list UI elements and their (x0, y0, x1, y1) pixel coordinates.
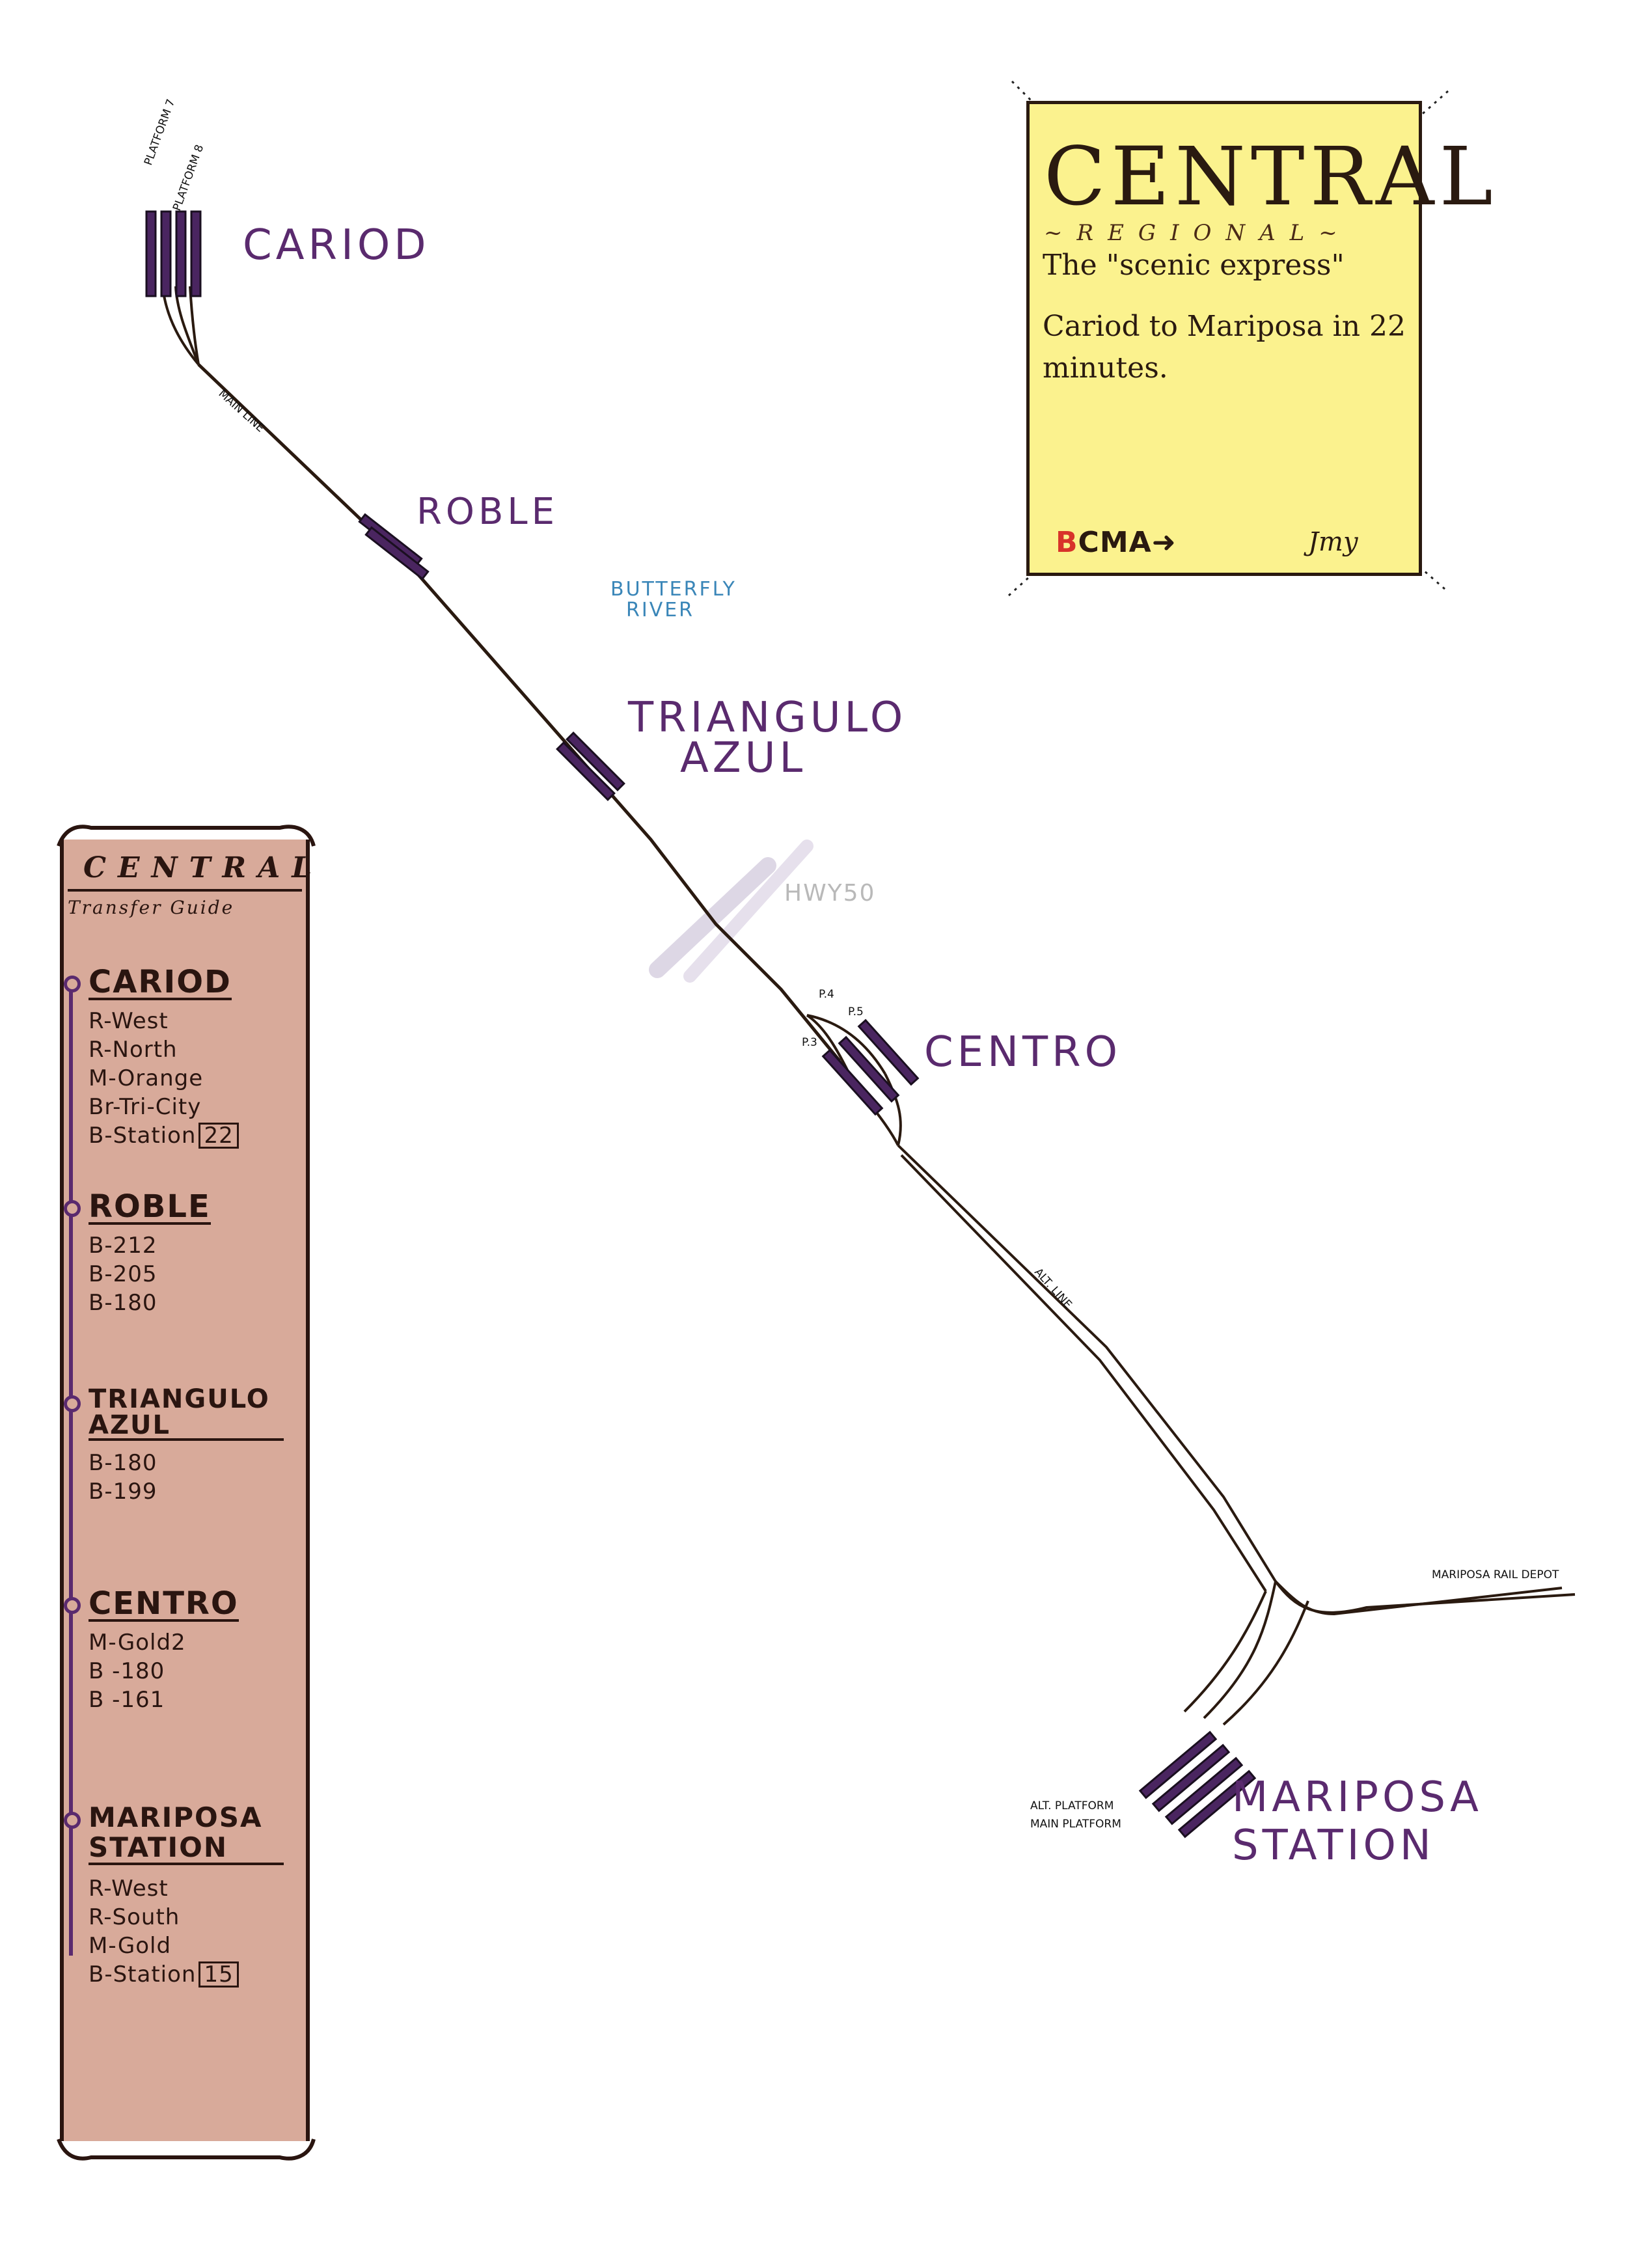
transfer-item: B -180 (89, 1658, 165, 1684)
mariposa-approach-tracks (897, 1144, 1576, 1726)
station-dot-icon (64, 1812, 81, 1829)
cariod-platform-a (175, 210, 187, 297)
transfer-item: B-180 (89, 1450, 157, 1476)
platforms (145, 210, 1257, 1838)
transfer-guide: CENTRAL Transfer Guide CARIOD R-West R-N… (60, 840, 312, 2141)
transfer-item-text: B-Station (89, 1961, 197, 1988)
station-dot-icon (64, 1597, 81, 1614)
mariposa-platform-1 (1138, 1730, 1218, 1799)
info-card-subtitle: ~REGIONAL~ (1044, 220, 1352, 246)
label-river-line2: RIVER (626, 599, 695, 622)
bcma-logo: BCMA➜ (1056, 526, 1177, 559)
transfer-item: B-205 (89, 1261, 157, 1287)
label-alt-platform: ALT. PLATFORM (1030, 1799, 1114, 1812)
transfer-item: R-West (89, 1876, 169, 1902)
transfer-item: R-South (89, 1904, 180, 1930)
transfer-item: M-Gold2 (89, 1630, 186, 1656)
triangulo-platform-2 (566, 731, 625, 791)
station-dot-icon (64, 1200, 81, 1217)
logo-letters-cma: CMA (1078, 526, 1152, 559)
info-card-description: Cariod to Mariposa in 22 minutes. (1043, 310, 1406, 385)
logo-letter-b: B (1056, 526, 1078, 559)
transfer-item: B-212 (89, 1233, 157, 1259)
station-label-cariod: CARIOD (243, 221, 430, 269)
station-label-centro: CENTRO (924, 1028, 1121, 1076)
station-label-mariposa: MARIPOSA STATION (1232, 1773, 1483, 1870)
mariposa-platform-4 (1177, 1769, 1257, 1838)
label-p4: P.4 (819, 988, 834, 1001)
mariposa-platform-3 (1164, 1756, 1244, 1825)
bus-stop-badge: 22 (198, 1123, 239, 1149)
guide-station-name: MARIPOSA STATION (89, 1803, 284, 1865)
label-butterfly-river: BUTTERFLY RIVER (610, 579, 737, 621)
centro-platform-4 (838, 1035, 900, 1103)
station-label-triangulo-line1: TRIANGULO (628, 694, 907, 742)
centro-platform-5 (857, 1018, 920, 1086)
guide-scroll-cap-bottom (57, 2138, 316, 2161)
cariod-platform-b (190, 210, 202, 297)
station-label-triangulo: TRIANGULO AZUL (628, 694, 907, 782)
transfer-item-text: B-Station (89, 1123, 197, 1149)
info-card-title: CENTRAL (1044, 130, 1498, 224)
station-label-mariposa-line1: MARIPOSA (1232, 1773, 1483, 1822)
transfer-item: B-180 (89, 1290, 157, 1316)
label-p5: P.5 (848, 1005, 864, 1018)
guide-subtitle: Transfer Guide (68, 897, 235, 918)
info-card-corner-ticks (1007, 80, 1449, 597)
cariod-platform-7 (145, 210, 157, 297)
guide-transfer-list: B-212 B-205 B-180 (89, 1231, 157, 1317)
transfer-item: Br-Tri-City (89, 1094, 202, 1120)
label-main-platform: MAIN PLATFORM (1030, 1818, 1121, 1831)
guide-station-name: TRIANGULO AZUL (89, 1386, 284, 1441)
transfer-item: R-North (89, 1037, 178, 1063)
guide-title: CENTRAL (83, 851, 324, 884)
transfer-item: M-Gold (89, 1933, 172, 1959)
station-label-triangulo-line2: AZUL (680, 734, 807, 782)
artist-signature: Jmy (1308, 527, 1358, 557)
centro-platform-3 (821, 1048, 884, 1116)
guide-scroll-cap-top (57, 825, 316, 847)
info-card-tagline: The "scenic express" (1043, 249, 1345, 282)
bus-stop-badge: 15 (198, 1961, 239, 1988)
label-p3: P.3 (802, 1036, 817, 1049)
guide-station-name: CARIOD (89, 964, 232, 1000)
guide-route-line (69, 979, 73, 1956)
guide-title-rule (68, 889, 302, 892)
guide-station-name: CENTRO (89, 1585, 239, 1622)
transfer-item: B -161 (89, 1687, 165, 1713)
mariposa-platform-2 (1151, 1743, 1231, 1812)
roble-platform-2 (364, 526, 430, 581)
guide-transfer-list: R-West R-North M-Orange Br-Tri-City B-St… (89, 1007, 239, 1150)
cariod-platform-8 (160, 210, 172, 297)
guide-station-name: ROBLE (89, 1188, 211, 1225)
guide-transfer-list: M-Gold2 B -180 B -161 (89, 1628, 186, 1714)
transfer-item: B-199 (89, 1479, 157, 1505)
label-river-line1: BUTTERFLY (610, 578, 737, 601)
guide-transfer-list: B-180 B-199 (89, 1449, 157, 1506)
cariod-yard-tracks (161, 286, 200, 366)
info-card: CENTRAL ~REGIONAL~ The "scenic express" … (1026, 101, 1493, 576)
station-dot-icon (64, 1395, 81, 1412)
station-dot-icon (64, 976, 81, 992)
station-label-mariposa-line2: STATION (1232, 1822, 1435, 1870)
highway-marker (649, 840, 814, 983)
transfer-item: M-Orange (89, 1065, 204, 1091)
label-highway: HWY50 (784, 880, 876, 907)
transfer-item: R-West (89, 1008, 169, 1034)
station-label-roble: ROBLE (417, 491, 558, 533)
label-rail-depot: MARIPOSA RAIL DEPOT (1432, 1568, 1559, 1581)
arrow-icon: ➜ (1151, 526, 1177, 559)
triangulo-platform (556, 741, 616, 801)
